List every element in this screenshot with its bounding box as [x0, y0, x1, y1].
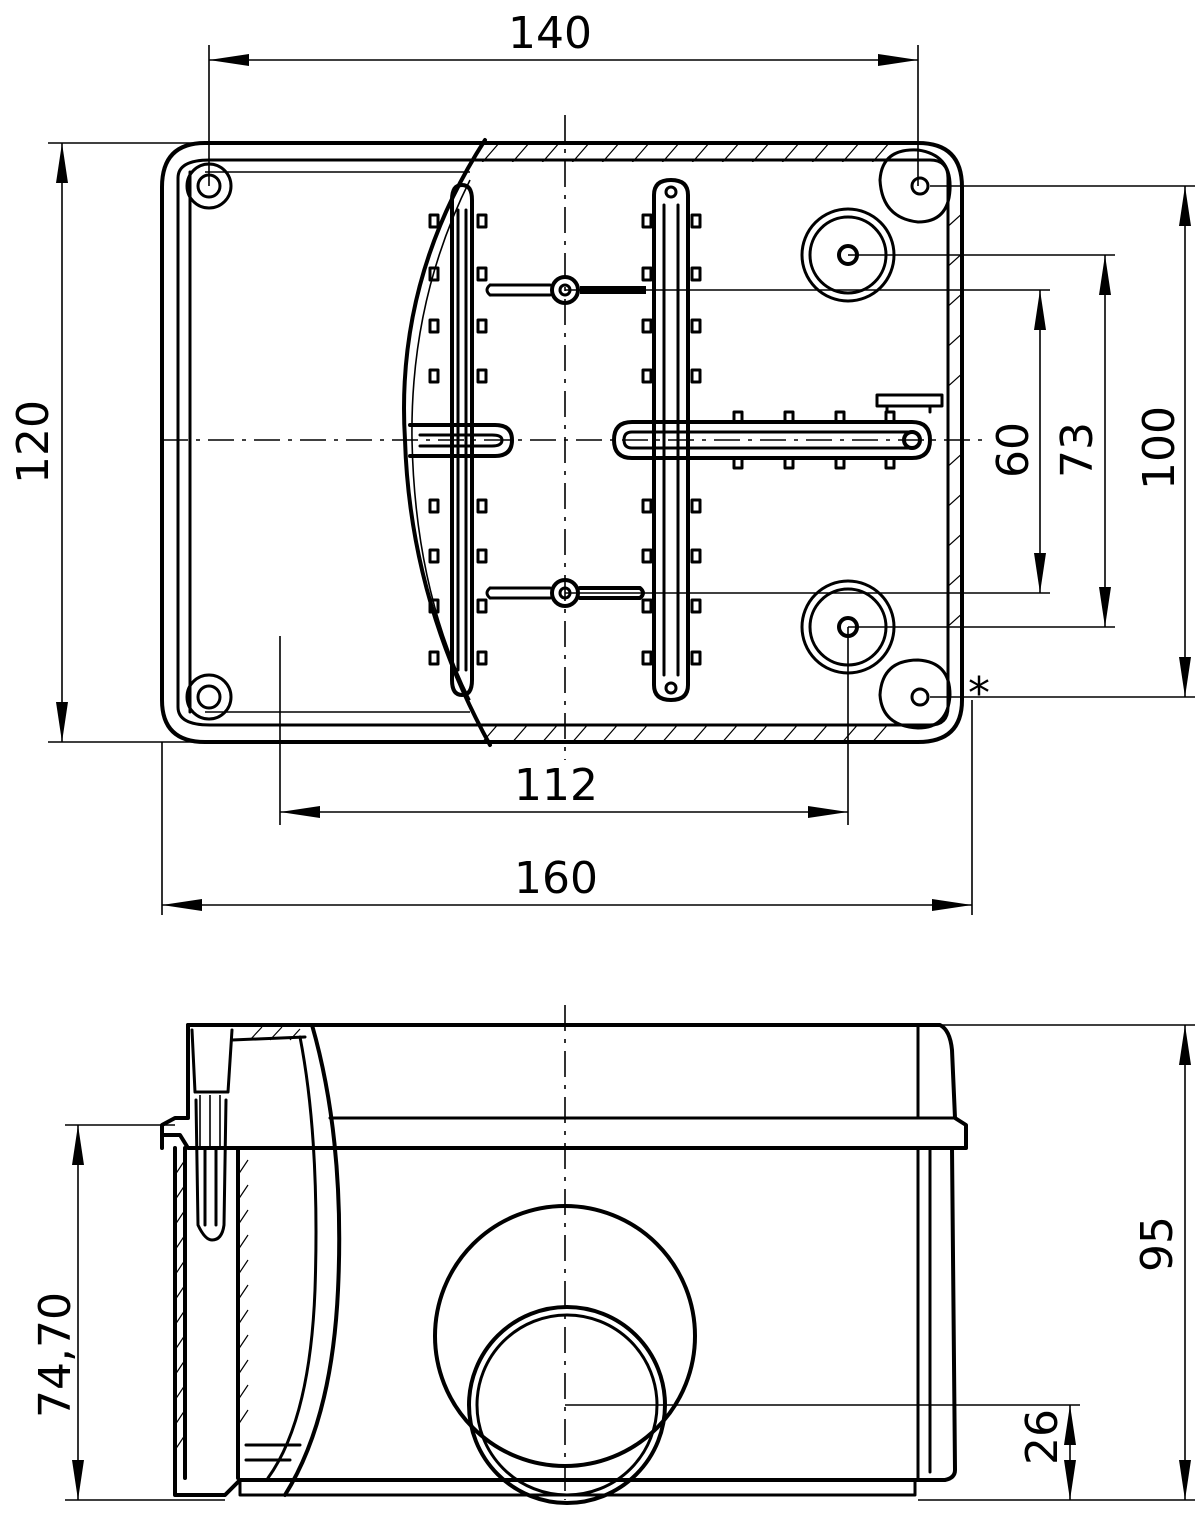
dim-120: 120: [8, 400, 59, 484]
lid-inner-edge: [205, 171, 470, 713]
rail-left-horizontal: [408, 423, 514, 458]
dimension-lines-top: [56, 54, 1191, 911]
asterisk-marker: *: [968, 668, 990, 719]
dim-112: 112: [514, 760, 598, 811]
side-left-wall-section: [160, 1028, 332, 1480]
dim-73: 73: [1052, 422, 1103, 478]
rail-right-horizontal: [612, 410, 932, 470]
housing-outline: [160, 141, 964, 744]
extension-lines-top: [48, 45, 1195, 915]
dim-140: 140: [508, 8, 592, 59]
screw-bottom-right: [878, 658, 952, 730]
din-rail-right: [641, 178, 702, 702]
side-view: 95 26 74,70: [30, 1005, 1195, 1505]
dim-160: 160: [514, 853, 598, 904]
dim-100: 100: [1134, 406, 1185, 490]
side-housing: [160, 1023, 190, 1150]
dim-95: 95: [1132, 1216, 1183, 1272]
dim-26: 26: [1017, 1409, 1068, 1465]
top-view: 140 120 60 73 100 112 160 *: [8, 8, 1195, 915]
screw-top-right: [878, 148, 952, 224]
housing-inner-wall: [176, 158, 950, 727]
bracket-detail: [875, 393, 944, 414]
side-wall-hatching: [174, 1026, 301, 1451]
side-cutaway-curve: [283, 1023, 342, 1497]
dim-74-70: 74,70: [30, 1292, 81, 1418]
wall-hatching: [479, 143, 962, 742]
dimension-lines-side: [72, 1025, 1191, 1500]
dim-60: 60: [988, 422, 1039, 478]
screw-bottom-left: [185, 673, 233, 721]
din-rail-left: [428, 183, 488, 697]
side-lid: [186, 1023, 968, 1150]
